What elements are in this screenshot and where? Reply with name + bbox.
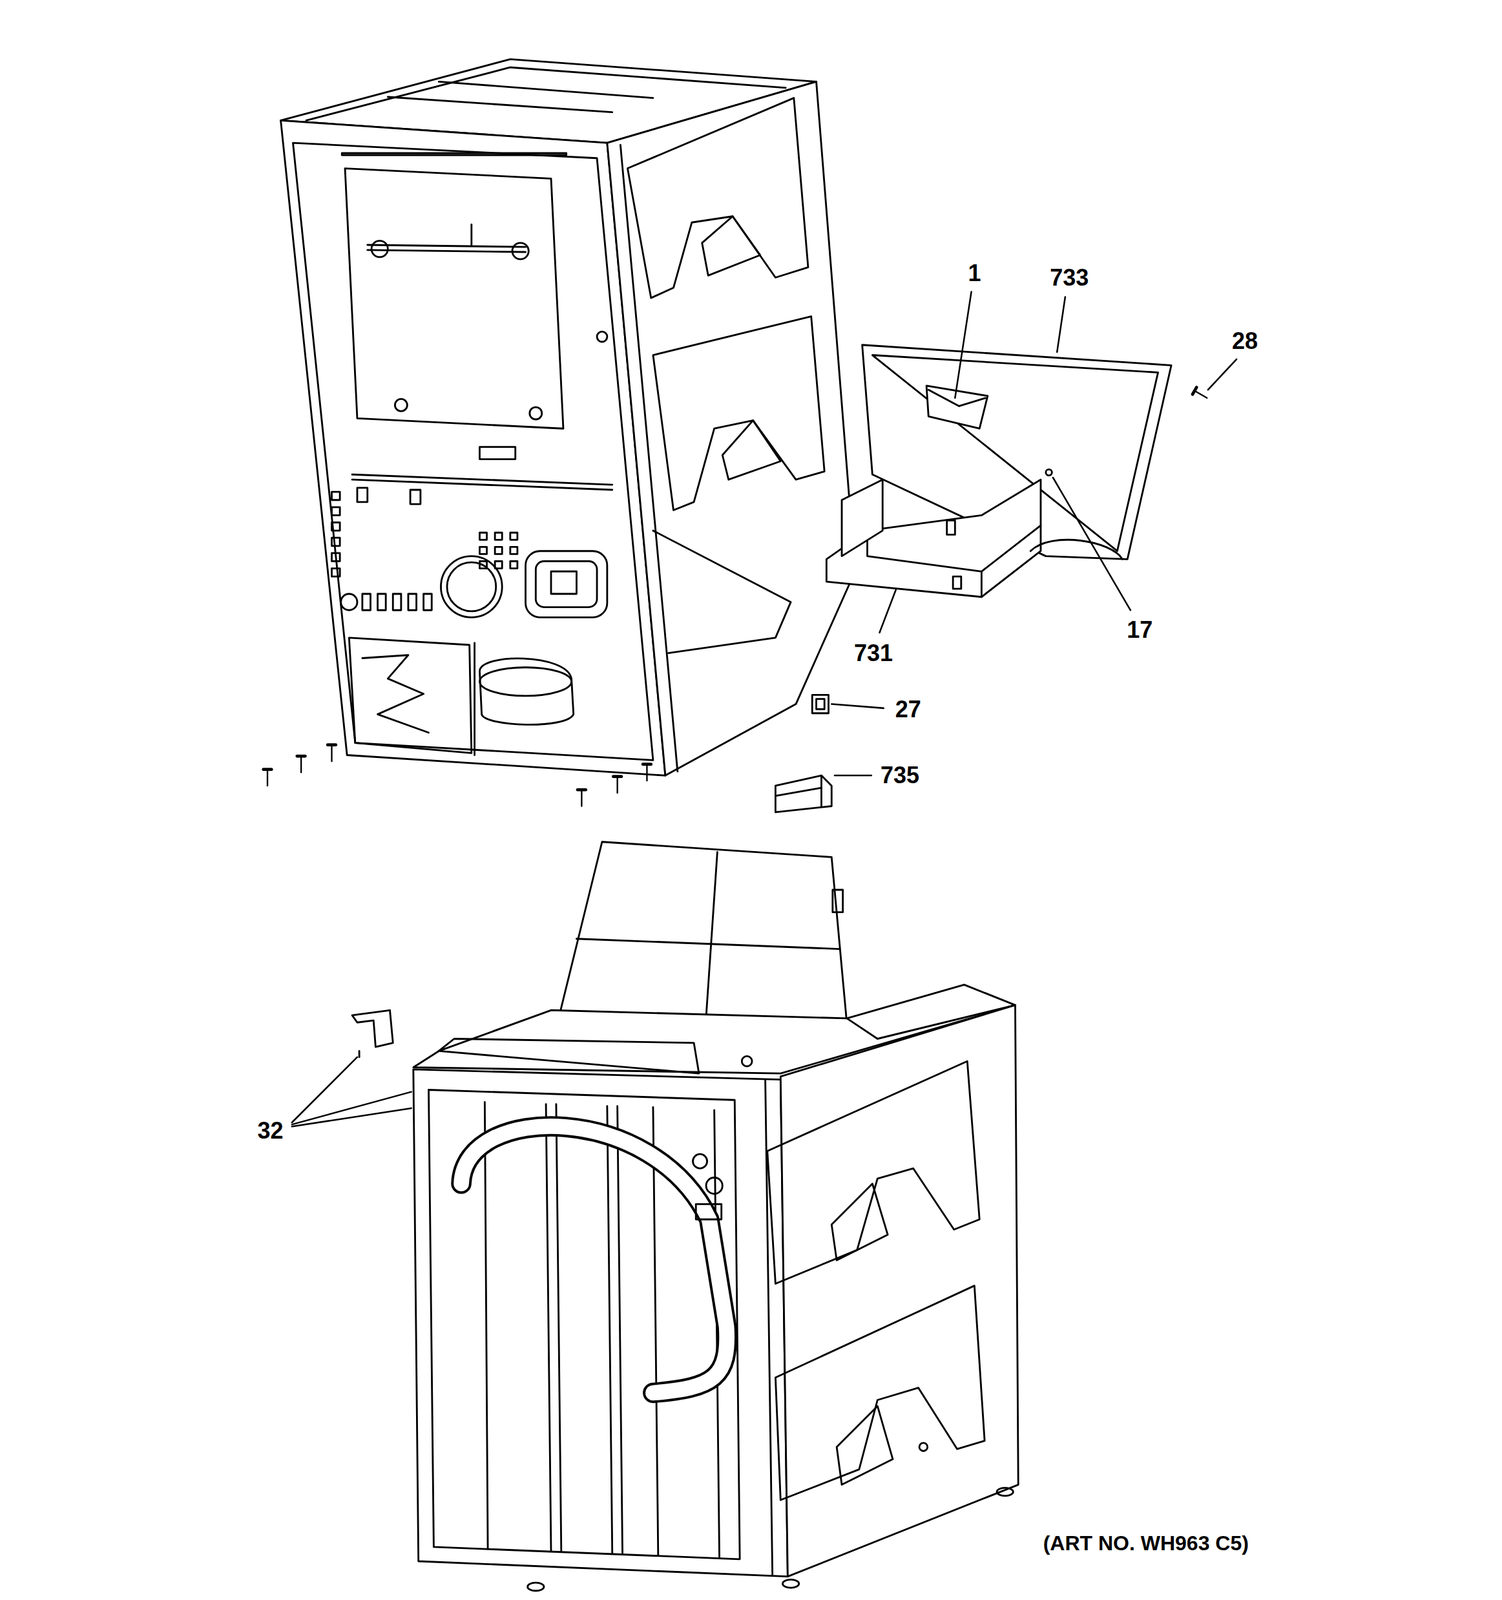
callout-number: 32 bbox=[257, 1118, 284, 1143]
callout-number: 28 bbox=[1231, 329, 1258, 353]
callout-number: 735 bbox=[880, 763, 920, 787]
access-panel bbox=[826, 344, 1172, 597]
washer-cabinet bbox=[413, 841, 1019, 1591]
bracket bbox=[352, 1009, 393, 1057]
callout-number: 733 bbox=[1049, 266, 1089, 290]
small-parts bbox=[775, 694, 832, 813]
callout-number: 17 bbox=[1126, 618, 1153, 642]
leader-lines bbox=[292, 292, 1237, 1127]
art-number: (ART NO. WH963 C5) bbox=[1043, 1532, 1249, 1554]
callout-number: 1 bbox=[967, 261, 981, 285]
callout-number: 27 bbox=[895, 697, 922, 721]
callout-number: 731 bbox=[854, 641, 893, 665]
dryer-cabinet bbox=[281, 59, 856, 776]
